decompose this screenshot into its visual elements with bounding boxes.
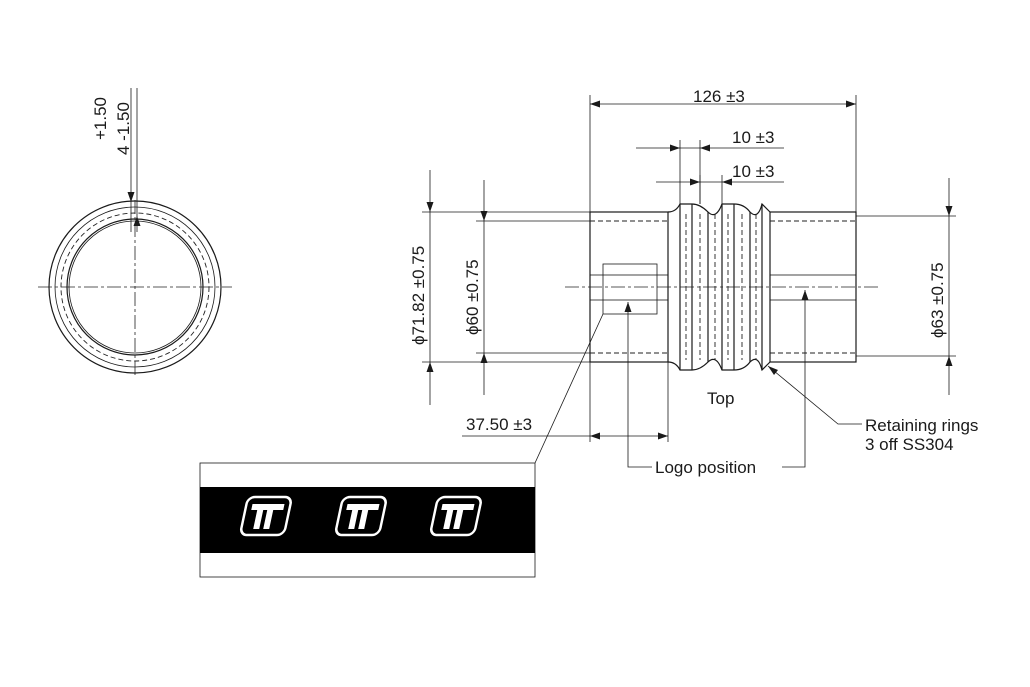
convolution-bottom-profile xyxy=(667,358,771,372)
retaining-rings-arrow xyxy=(768,366,778,375)
dimensions: 126 ±3 10 ±3 10 ±3 ϕ71.82 ±0.75 ϕ60 ±0.7… xyxy=(409,87,956,442)
retaining-rings-label-line1: Retaining rings xyxy=(865,416,978,435)
logo-offset-label: 37.50 ±3 xyxy=(466,415,532,434)
logo-position-arrow-left xyxy=(624,302,632,312)
right-section-hatch xyxy=(769,274,857,301)
logo-offset-arrow-left xyxy=(590,432,600,440)
logo-detail-leader xyxy=(534,313,604,464)
wall-tolerance-plus: +1.50 xyxy=(91,97,110,140)
callouts: Top Retaining rings 3 off SS304 Logo pos… xyxy=(534,290,978,477)
logo-offset-arrow-right xyxy=(658,432,668,440)
wall-dim-arrow-2 xyxy=(133,216,141,226)
pitch2-arrow-left xyxy=(690,178,700,186)
logo-position-arrow-right xyxy=(801,290,809,300)
logo-group xyxy=(239,495,482,537)
logo-position-box xyxy=(602,263,658,315)
top-label: Top xyxy=(707,389,734,408)
overall-length-label: 126 ±3 xyxy=(693,87,745,106)
brand-logo-icon xyxy=(429,495,482,537)
logo-position-leader-left xyxy=(627,302,652,468)
end-view: +1.50 4 -1.50 xyxy=(38,88,232,375)
logo-position-leader-right xyxy=(782,290,806,468)
overall-arrow-left xyxy=(590,100,600,108)
left-section-hatch xyxy=(589,274,669,301)
od-arrow-top xyxy=(426,202,434,212)
id-arrow-top xyxy=(480,211,488,221)
wall-thickness-label: 4 -1.50 xyxy=(114,102,133,155)
rd-arrow-bottom xyxy=(945,356,953,366)
pitch2-label: 10 ±3 xyxy=(732,162,774,181)
wall-dim-arrow-1 xyxy=(127,192,135,202)
inner-diameter-label: ϕ60 ±0.75 xyxy=(463,259,482,335)
brand-logo-icon xyxy=(239,495,292,537)
overall-arrow-right xyxy=(846,100,856,108)
pitch1-arrow-left xyxy=(670,144,680,152)
pitch1-arrow-right xyxy=(700,144,710,152)
pitch2-arrow-right xyxy=(722,178,732,186)
pitch1-label: 10 ±3 xyxy=(732,128,774,147)
retaining-rings-leader xyxy=(767,365,862,425)
od-arrow-bottom xyxy=(426,362,434,372)
outer-diameter-label: ϕ71.82 ±0.75 xyxy=(409,246,428,345)
logo-position-label: Logo position xyxy=(655,458,756,477)
retaining-rings-label-line2: 3 off SS304 xyxy=(865,435,954,454)
logo-strip-detail xyxy=(199,462,536,578)
brand-logo-icon xyxy=(334,495,387,537)
rd-arrow-top xyxy=(945,206,953,216)
id-arrow-bottom xyxy=(480,353,488,363)
convolution-top-profile xyxy=(667,202,771,216)
right-diameter-label: ϕ63 ±0.75 xyxy=(928,262,947,338)
side-view xyxy=(565,202,880,372)
